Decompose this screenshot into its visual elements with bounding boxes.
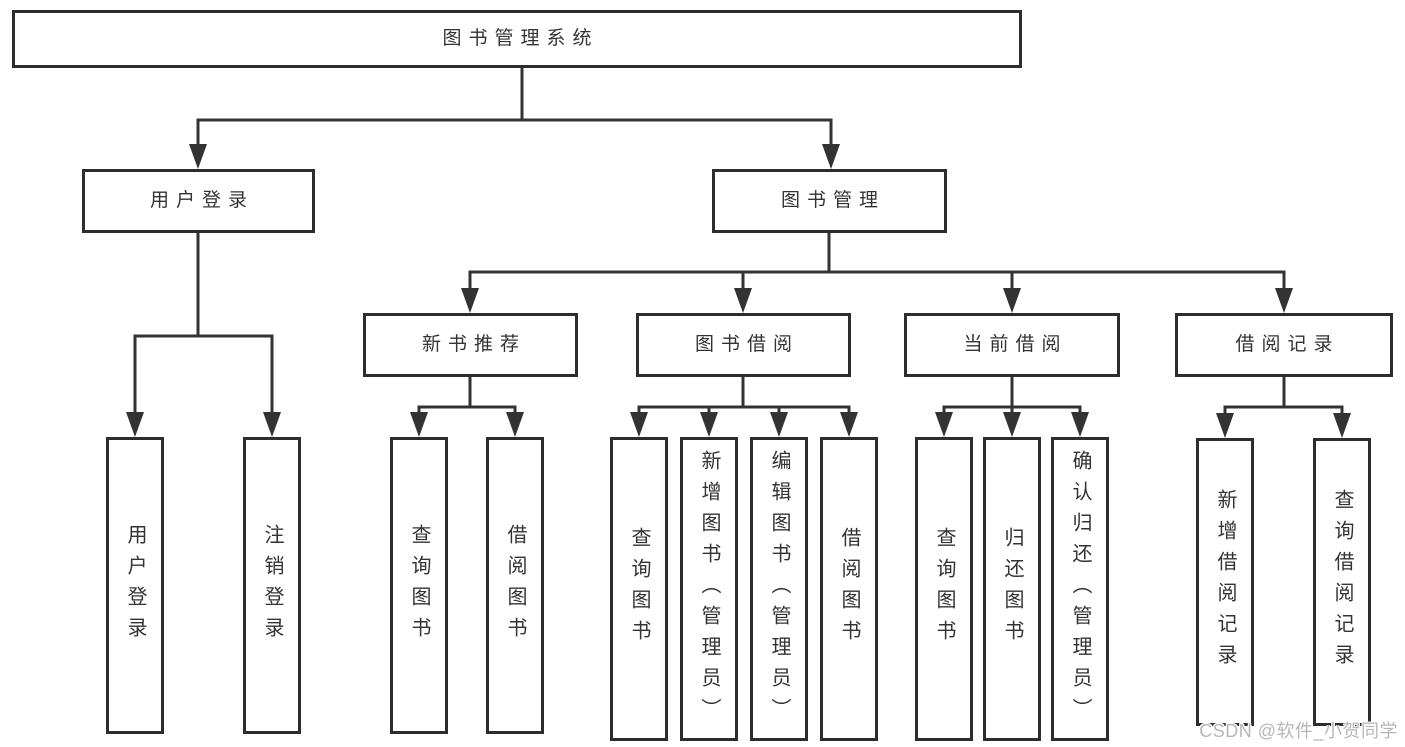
node-leaf-nb-borrow: 借阅图书 xyxy=(486,437,544,734)
node-leaf-cb-query: 查询图书 xyxy=(915,437,973,741)
watermark-text: CSDN @软件_小贺同学 xyxy=(1199,721,1398,741)
node-label: 查询图书 xyxy=(933,527,955,651)
node-root: 图书管理系统 xyxy=(12,10,1022,68)
node-label: 用户登录 xyxy=(149,189,254,211)
arrowhead-icon xyxy=(700,412,718,437)
arrowhead-icon xyxy=(840,412,858,437)
node-label: 图书管理系统 xyxy=(442,27,599,49)
arrowhead-icon xyxy=(630,412,648,437)
node-book-borrow: 图书借阅 xyxy=(636,313,851,377)
node-leaf-cb-confirm: 确认归还（管理员） xyxy=(1051,437,1109,741)
node-user-login: 用户登录 xyxy=(82,169,315,233)
arrowhead-icon xyxy=(189,144,207,169)
arrowhead-icon xyxy=(822,144,840,169)
arrowhead-icon xyxy=(1003,412,1021,437)
node-leaf-br-add: 新增借阅记录 xyxy=(1196,438,1254,726)
node-label: 查询图书 xyxy=(628,527,650,651)
node-label: 当前借阅 xyxy=(963,333,1068,355)
node-label: 编辑图书（管理员） xyxy=(768,449,790,729)
arrowhead-icon xyxy=(1071,412,1089,437)
node-label: 确认归还（管理员） xyxy=(1069,449,1091,729)
node-new-book-recommend: 新书推荐 xyxy=(363,313,578,377)
node-label: 查询图书 xyxy=(408,523,430,648)
node-leaf-bb-query: 查询图书 xyxy=(610,437,668,741)
node-label: 借阅记录 xyxy=(1235,333,1340,355)
arrowhead-icon xyxy=(734,288,752,313)
node-label: 借阅图书 xyxy=(504,523,526,648)
node-label: 新增借阅记录 xyxy=(1214,489,1236,675)
arrowhead-icon xyxy=(506,412,524,437)
node-leaf-nb-query: 查询图书 xyxy=(390,437,448,734)
node-label: 新书推荐 xyxy=(421,333,526,355)
arrowhead-icon xyxy=(1216,413,1234,438)
node-leaf-bb-borrow: 借阅图书 xyxy=(820,437,878,741)
arrowhead-icon xyxy=(935,412,953,437)
arrowhead-icon xyxy=(461,288,479,313)
node-label: 查询借阅记录 xyxy=(1331,489,1353,675)
node-label: 借阅图书 xyxy=(838,527,860,651)
node-current-borrow: 当前借阅 xyxy=(904,313,1120,377)
node-leaf-logout: 注销登录 xyxy=(243,437,301,734)
node-leaf-user-login: 用户登录 xyxy=(106,437,164,734)
node-book-management: 图书管理 xyxy=(712,169,947,233)
node-label: 注销登录 xyxy=(261,523,283,648)
arrowhead-icon xyxy=(1003,288,1021,313)
node-label: 用户登录 xyxy=(124,523,146,648)
node-borrow-records: 借阅记录 xyxy=(1175,313,1393,377)
node-leaf-br-query: 查询借阅记录 xyxy=(1313,438,1371,726)
node-label: 图书管理 xyxy=(780,189,885,211)
arrowhead-icon xyxy=(126,412,144,437)
node-label: 归还图书 xyxy=(1001,527,1023,651)
arrowhead-icon xyxy=(1275,288,1293,313)
node-leaf-cb-return: 归还图书 xyxy=(983,437,1041,741)
arrowhead-icon xyxy=(1333,413,1351,438)
arrowhead-icon xyxy=(770,412,788,437)
arrowhead-icon xyxy=(410,412,428,437)
node-label: 图书借阅 xyxy=(694,333,799,355)
node-label: 新增图书（管理员） xyxy=(698,449,720,729)
node-leaf-bb-edit: 编辑图书（管理员） xyxy=(750,437,808,741)
node-leaf-bb-add: 新增图书（管理员） xyxy=(680,437,738,741)
arrowhead-icon xyxy=(263,412,281,437)
